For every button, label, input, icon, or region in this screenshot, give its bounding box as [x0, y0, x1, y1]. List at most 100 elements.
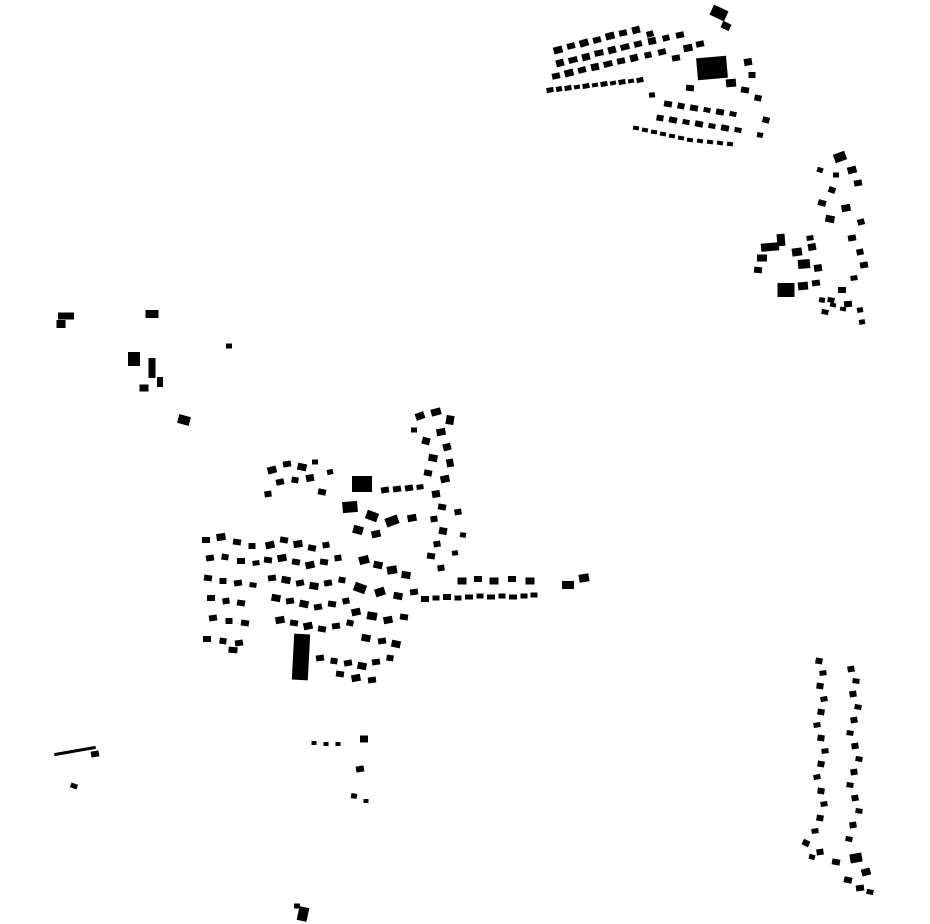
- building-footprint: [840, 203, 852, 213]
- building-footprint: [716, 140, 724, 146]
- building-footprint: [352, 524, 364, 536]
- building-footprint: [709, 4, 729, 22]
- building-footprint: [592, 36, 602, 44]
- building-footprint: [827, 185, 837, 195]
- building-footprint: [433, 540, 441, 548]
- building-footprint: [409, 588, 419, 596]
- building-footprint: [465, 594, 473, 600]
- building-footprint: [797, 281, 809, 291]
- building-footprint: [205, 554, 215, 562]
- building-footprint: [656, 114, 664, 122]
- cluster-south-center-dots: [311, 735, 369, 803]
- building-footprint: [498, 593, 506, 599]
- building-footprint: [645, 30, 655, 38]
- building-footprint: [54, 745, 96, 757]
- building-footprint: [377, 637, 387, 645]
- building-footprint: [313, 603, 323, 611]
- building-footprint: [317, 488, 327, 496]
- building-footprint: [248, 543, 256, 549]
- building-footprint: [650, 129, 658, 135]
- building-footprint: [322, 541, 330, 549]
- building-footprint: [270, 593, 282, 603]
- building-footprint: [817, 199, 827, 207]
- building-footprint: [820, 695, 828, 703]
- building-footprint: [384, 514, 400, 528]
- building-footprint: [636, 76, 644, 84]
- building-footprint: [338, 576, 346, 584]
- building-footprint: [850, 716, 858, 724]
- building-footprint: [307, 544, 317, 552]
- building-footprint: [208, 614, 218, 622]
- building-footprint: [489, 577, 499, 585]
- building-footprint: [474, 576, 482, 582]
- building-footprint: [367, 676, 377, 684]
- building-footprint: [827, 296, 835, 304]
- building-footprint: [343, 659, 353, 667]
- building-footprint: [454, 508, 462, 516]
- building-footprint: [821, 308, 829, 316]
- building-footprint: [659, 131, 667, 137]
- cluster-east-farm-group: [753, 233, 847, 312]
- building-footprint: [856, 218, 866, 226]
- building-footprint: [406, 513, 418, 523]
- building-footprint: [423, 469, 433, 477]
- building-footprint: [221, 553, 229, 561]
- building-footprint: [237, 558, 245, 564]
- building-footprint: [392, 591, 404, 601]
- building-footprint: [813, 722, 821, 728]
- building-footprint: [577, 66, 587, 74]
- building-footprint: [753, 266, 763, 274]
- building-footprint: [520, 593, 528, 599]
- building-footprint: [421, 436, 431, 446]
- building-footprint: [240, 619, 250, 627]
- building-footprint: [729, 110, 737, 118]
- building-footprint: [824, 214, 836, 224]
- building-footprint: [437, 503, 447, 511]
- building-footprint: [609, 80, 617, 86]
- building-footprint: [372, 560, 384, 570]
- building-footprint: [148, 358, 156, 378]
- building-footprint: [643, 51, 653, 59]
- building-footprint: [600, 80, 608, 88]
- building-footprint: [791, 247, 803, 257]
- building-footprint: [334, 554, 342, 562]
- building-footprint: [720, 20, 732, 32]
- building-footprint: [345, 619, 355, 627]
- building-footprint: [866, 888, 874, 896]
- building-footprint: [801, 838, 811, 848]
- building-footprint: [858, 319, 866, 325]
- building-footprint: [776, 233, 786, 247]
- building-footprint: [821, 748, 829, 754]
- building-footprint: [734, 126, 742, 134]
- building-footprint: [342, 500, 358, 514]
- building-footprint: [207, 595, 215, 601]
- building-footprint: [380, 486, 390, 494]
- building-footprint: [578, 573, 590, 583]
- building-footprint: [820, 801, 828, 807]
- building-footprint: [360, 735, 368, 743]
- building-footprint: [555, 85, 563, 93]
- building-footprint: [386, 565, 398, 575]
- building-footprint: [236, 599, 246, 607]
- building-footprint: [797, 258, 811, 270]
- building-footprint: [632, 125, 640, 131]
- cluster-east-arc-hamlet: [816, 150, 869, 325]
- building-footprint: [459, 532, 467, 538]
- cluster-southwest-marks: [54, 745, 100, 790]
- building-footprint: [508, 576, 516, 582]
- building-footprint: [706, 139, 714, 145]
- building-footprint: [602, 59, 614, 69]
- building-footprint: [341, 597, 351, 605]
- building-footprint: [817, 708, 825, 716]
- cluster-northeast-village: [546, 4, 771, 147]
- building-footprint: [546, 86, 554, 94]
- building-footprint: [757, 254, 767, 262]
- building-footprint: [851, 742, 859, 750]
- building-footprint: [847, 665, 855, 673]
- building-footprint: [677, 135, 685, 141]
- building-footprint: [438, 526, 448, 536]
- building-footprint: [843, 876, 853, 884]
- building-footprint: [326, 468, 334, 476]
